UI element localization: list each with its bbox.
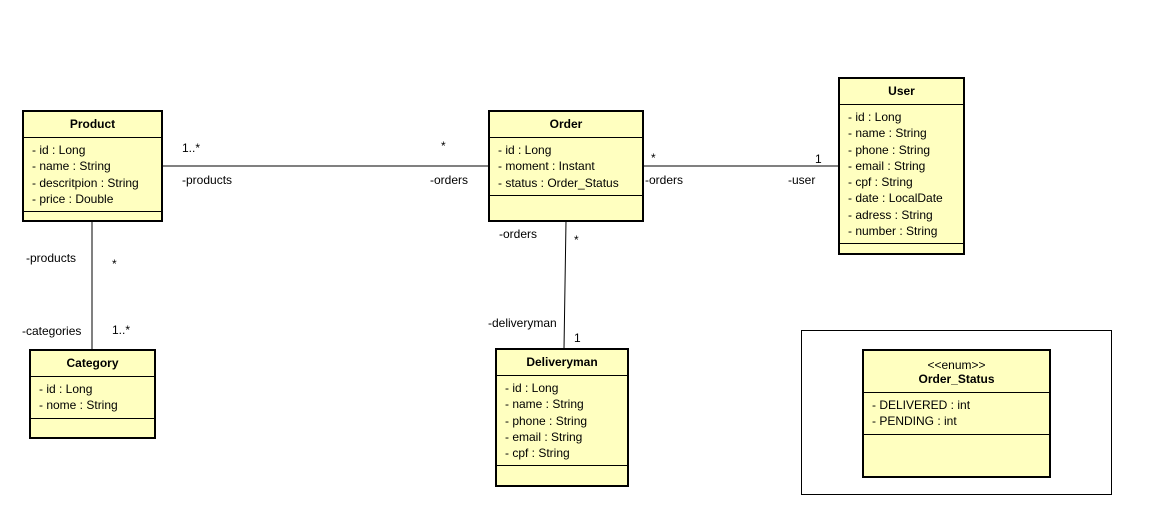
attribute: - name : String [848, 126, 927, 141]
enum-literal: - DELIVERED : int [872, 398, 971, 412]
stereotype-label: <<enum>> [927, 358, 986, 372]
enum-literal: - PENDING : int [872, 414, 957, 429]
attribute-list: - id : Long - nome : String [31, 377, 154, 419]
attribute: - email : String [505, 429, 583, 444]
order-deliveryman-line [563, 220, 567, 350]
role-label: -orders [430, 173, 469, 187]
attribute: - descritpion : String [32, 175, 139, 190]
attribute: - id : Long [39, 382, 93, 396]
role-label: -deliveryman [488, 316, 557, 330]
attribute: - name : String [32, 159, 111, 174]
attribute: - price : Double [32, 191, 114, 206]
attribute: - phone : String [848, 142, 931, 157]
role-label: -user [788, 173, 816, 187]
attribute: - cpf : String [848, 175, 913, 190]
attribute: - status : Order_Status [498, 175, 619, 190]
role-label: -products [26, 251, 77, 265]
attribute: - email : String [848, 158, 926, 173]
attribute-list: - id : Long - moment : Instant - status … [490, 138, 642, 196]
attribute: - name : String [505, 397, 584, 412]
attribute: - id : Long [848, 110, 902, 124]
multiplicity-label: 1 [815, 152, 822, 166]
class-name: Deliveryman [497, 350, 627, 376]
role-label: -products [182, 173, 233, 187]
attribute: - id : Long [505, 381, 559, 395]
class-name: Category [31, 351, 154, 377]
role-label: -orders [645, 173, 684, 187]
literal-list: - DELIVERED : int - PENDING : int [864, 393, 1049, 435]
attribute-list: - id : Long - name : String - descritpio… [24, 138, 161, 213]
multiplicity-label: * [651, 151, 656, 165]
multiplicity-label: * [441, 139, 446, 153]
multiplicity-label: 1..* [182, 141, 201, 155]
attribute: - phone : String [505, 413, 588, 428]
role-label: -categories [22, 324, 82, 338]
class-deliveryman[interactable]: Deliveryman - id : Long - name : String … [495, 348, 629, 487]
class-category[interactable]: Category - id : Long - nome : String [29, 349, 156, 439]
multiplicity-label: 1 [574, 331, 581, 345]
attribute: - moment : Instant [498, 159, 595, 174]
class-name: Order [490, 112, 642, 138]
attribute: - number : String [848, 224, 938, 239]
class-name: <<enum>> Order_Status [864, 351, 1049, 393]
multiplicity-label: 1..* [112, 323, 131, 337]
multiplicity-label: * [574, 233, 579, 247]
class-order[interactable]: Order - id : Long - moment : Instant - s… [488, 110, 644, 222]
attribute-list: - id : Long - name : String - phone : St… [497, 376, 627, 467]
attribute-list: - id : Long - name : String - phone : St… [840, 105, 963, 245]
attribute: - date : LocalDate [848, 191, 943, 206]
attribute: - id : Long [32, 143, 86, 157]
class-user[interactable]: User - id : Long - name : String - phone… [838, 77, 965, 255]
role-label: -orders [499, 227, 538, 241]
attribute: - cpf : String [505, 446, 570, 461]
class-product[interactable]: Product - id : Long - name : String - de… [22, 110, 163, 222]
class-name: Product [24, 112, 161, 138]
multiplicity-label: * [112, 257, 117, 271]
attribute: - nome : String [39, 398, 118, 413]
class-name: User [840, 79, 963, 105]
attribute: - id : Long [498, 143, 552, 157]
attribute: - adress : String [848, 207, 933, 222]
enum-order-status[interactable]: <<enum>> Order_Status - DELIVERED : int … [862, 349, 1051, 478]
